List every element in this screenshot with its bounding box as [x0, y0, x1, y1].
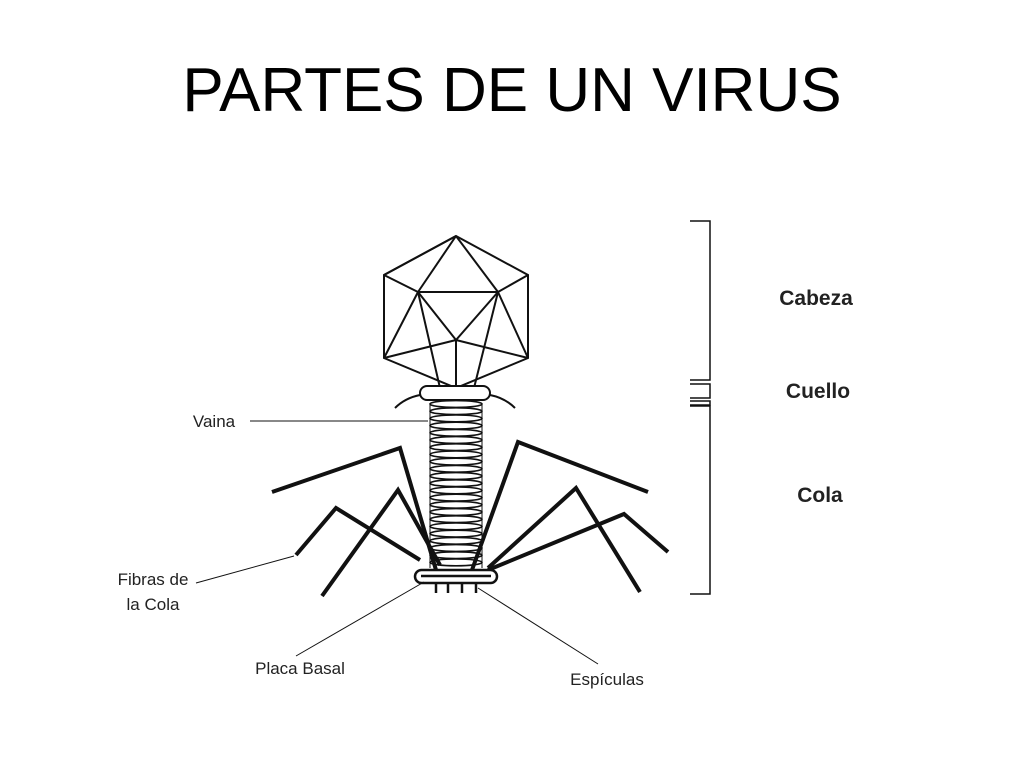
label-base-plate: Placa Basal — [255, 659, 345, 678]
label-sheath: Vaina — [193, 412, 236, 431]
leader-lines — [195, 420, 599, 665]
sheath-ring — [429, 443, 483, 452]
sheath-ring — [429, 414, 483, 423]
sheath-ring — [429, 471, 483, 481]
tail-fibers — [271, 439, 670, 598]
slide-title: PARTES DE UN VIRUS — [182, 56, 842, 125]
sheath-ring — [429, 435, 483, 445]
sheath-ring — [429, 486, 483, 495]
sheath-ring — [429, 536, 483, 545]
capsid-head — [383, 234, 529, 390]
sheath-ring — [429, 428, 483, 437]
label-tail-fibers-2: la Cola — [127, 595, 180, 614]
sheath-ring — [429, 479, 483, 488]
sheath-ring — [429, 464, 483, 473]
sheath-ring — [429, 529, 483, 538]
section-brackets — [690, 220, 711, 595]
sheath-ring — [429, 457, 483, 466]
sheath-ring — [429, 507, 483, 517]
base-plate — [413, 568, 499, 585]
sheath-ring — [429, 500, 483, 509]
sheath-ring — [429, 543, 483, 553]
spikes — [434, 583, 478, 593]
sheath-ring — [429, 522, 483, 531]
sheath-ring — [429, 407, 483, 416]
label-spikes: Espículas — [570, 670, 644, 689]
label-tail-fibers-1: Fibras de — [118, 570, 189, 589]
label-tail: Cola — [797, 484, 843, 507]
label-head: Cabeza — [779, 287, 853, 310]
tail-sheath — [429, 399, 483, 568]
sheath-ring — [429, 493, 483, 502]
sheath-ring — [429, 514, 483, 524]
label-neck: Cuello — [786, 380, 850, 403]
sheath-ring — [429, 399, 483, 409]
sheath-ring — [429, 450, 483, 459]
sheath-ring — [429, 421, 483, 430]
